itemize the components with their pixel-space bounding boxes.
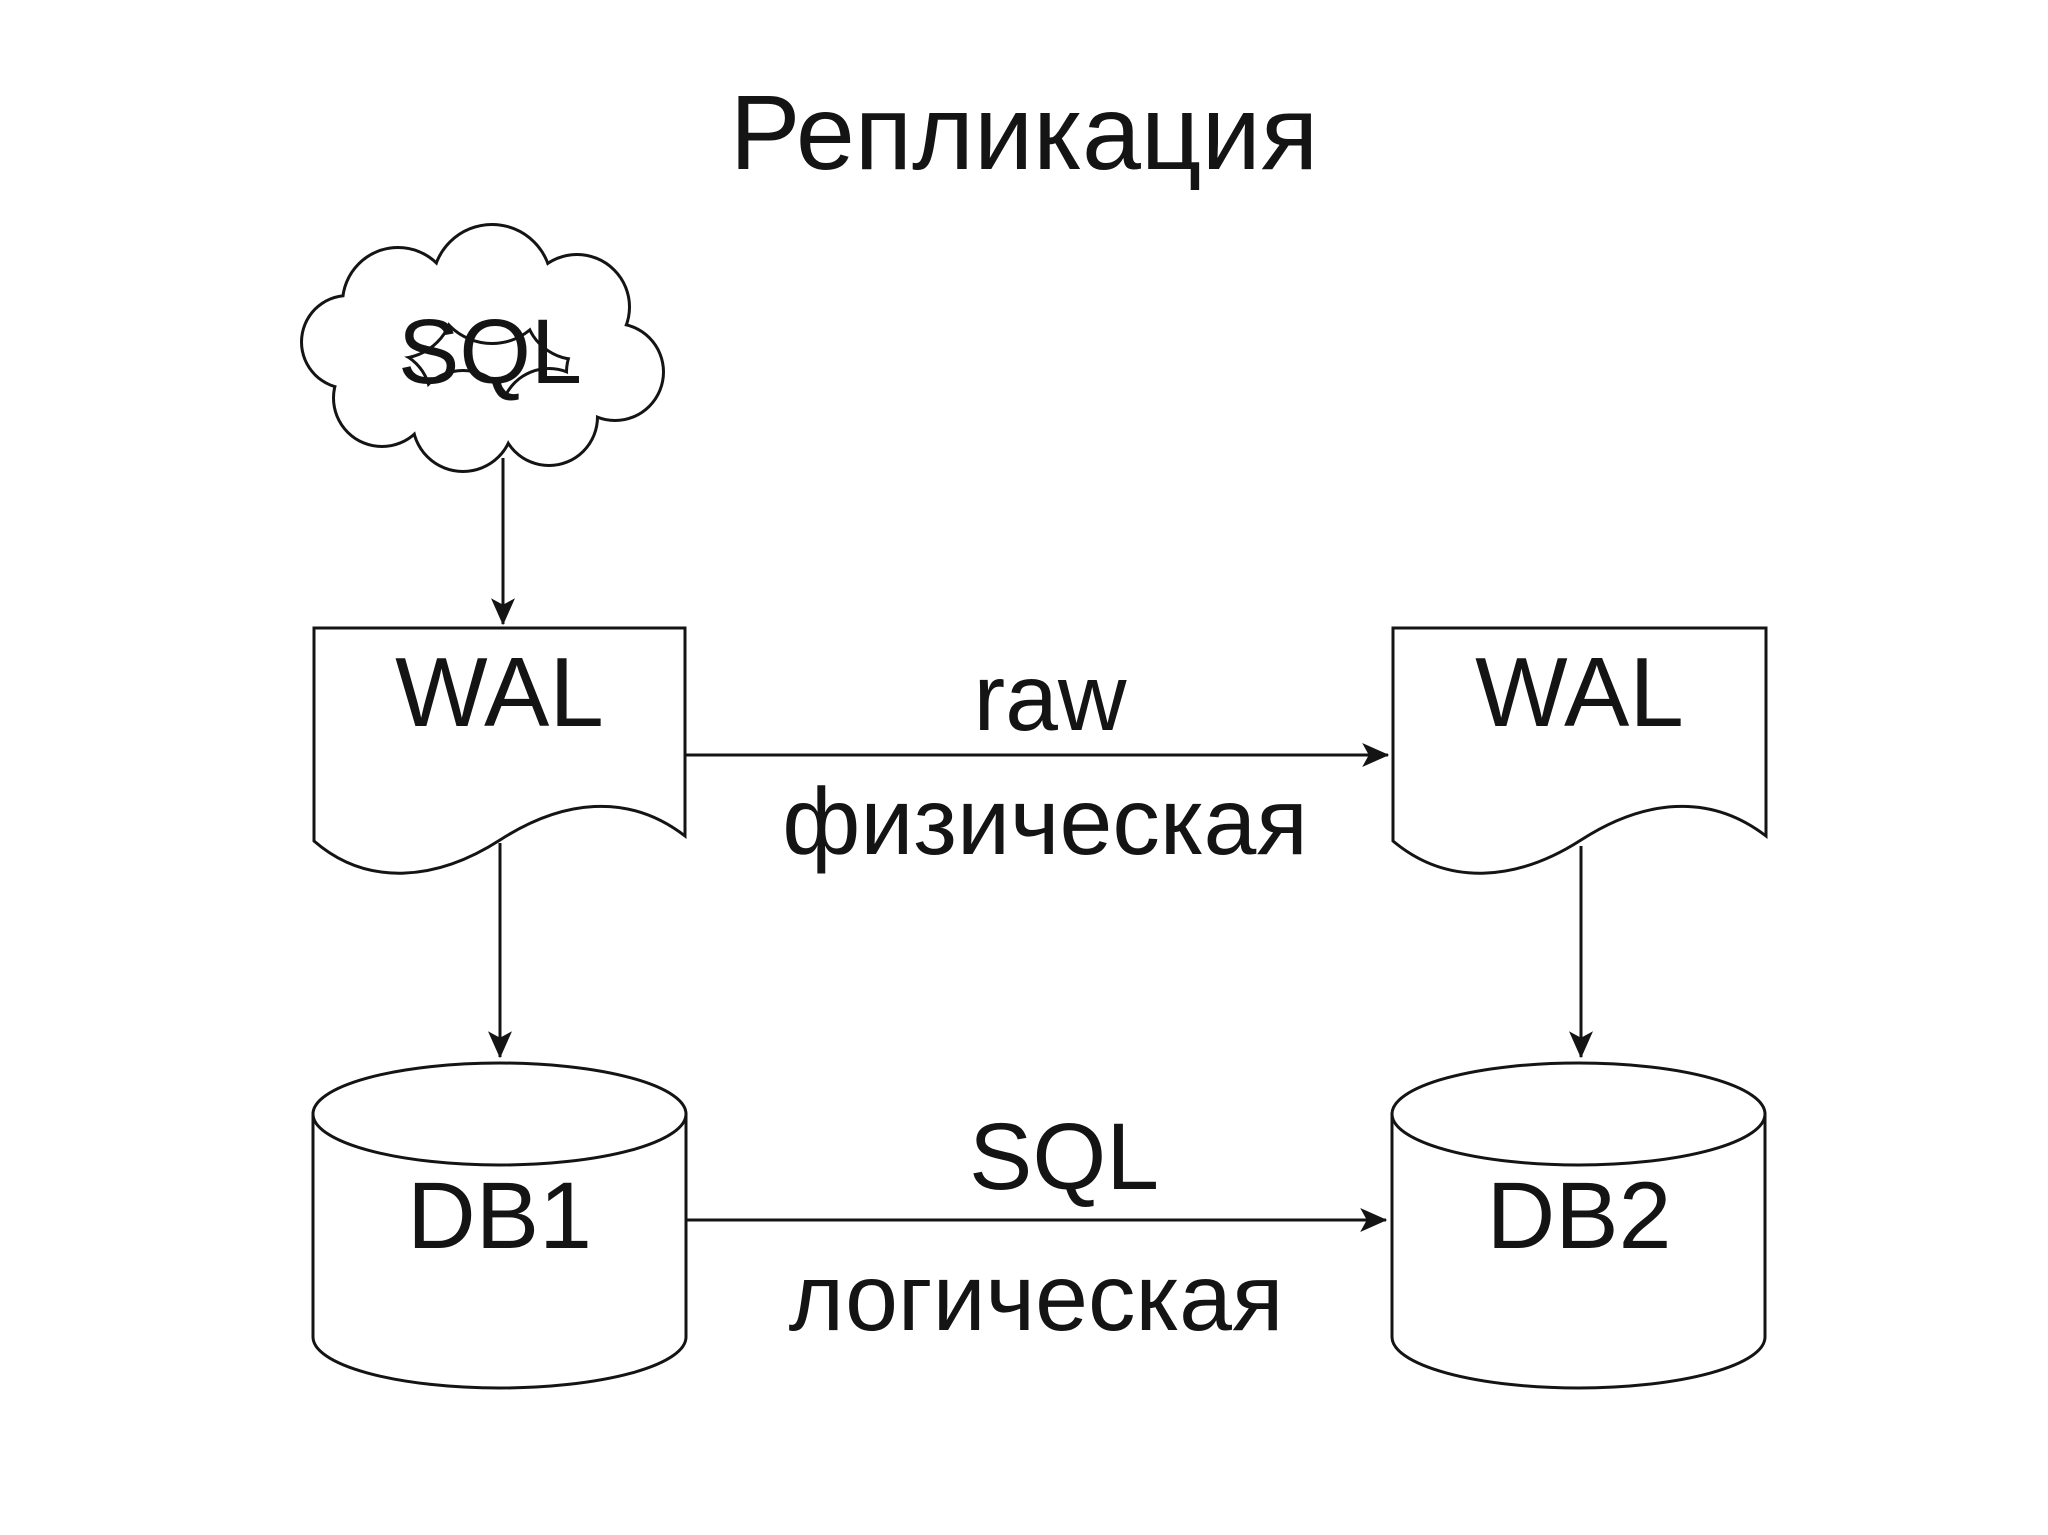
edge-label-raw: raw xyxy=(973,645,1127,751)
edge-label-physical: физическая xyxy=(782,769,1308,875)
document-shape-wal-primary xyxy=(312,626,687,875)
cylinder-shape-db2 xyxy=(1390,1061,1767,1390)
node-label-db-primary: DB1 xyxy=(407,1163,592,1269)
document-shape-wal-replica xyxy=(1391,626,1768,875)
cylinder-shape-db1 xyxy=(311,1061,688,1390)
node-label-db-replica: DB2 xyxy=(1486,1163,1672,1269)
node-label-wal-replica: WAL xyxy=(1475,637,1684,747)
node-label-wal-primary: WAL xyxy=(395,637,604,747)
node-label-sql-source: SQL xyxy=(397,301,583,403)
slide-title: Репликация xyxy=(729,74,1319,192)
cloud-shape xyxy=(300,223,665,473)
edge-label-sql: SQL xyxy=(968,1104,1160,1210)
edge-label-logical: логическая xyxy=(788,1245,1284,1351)
